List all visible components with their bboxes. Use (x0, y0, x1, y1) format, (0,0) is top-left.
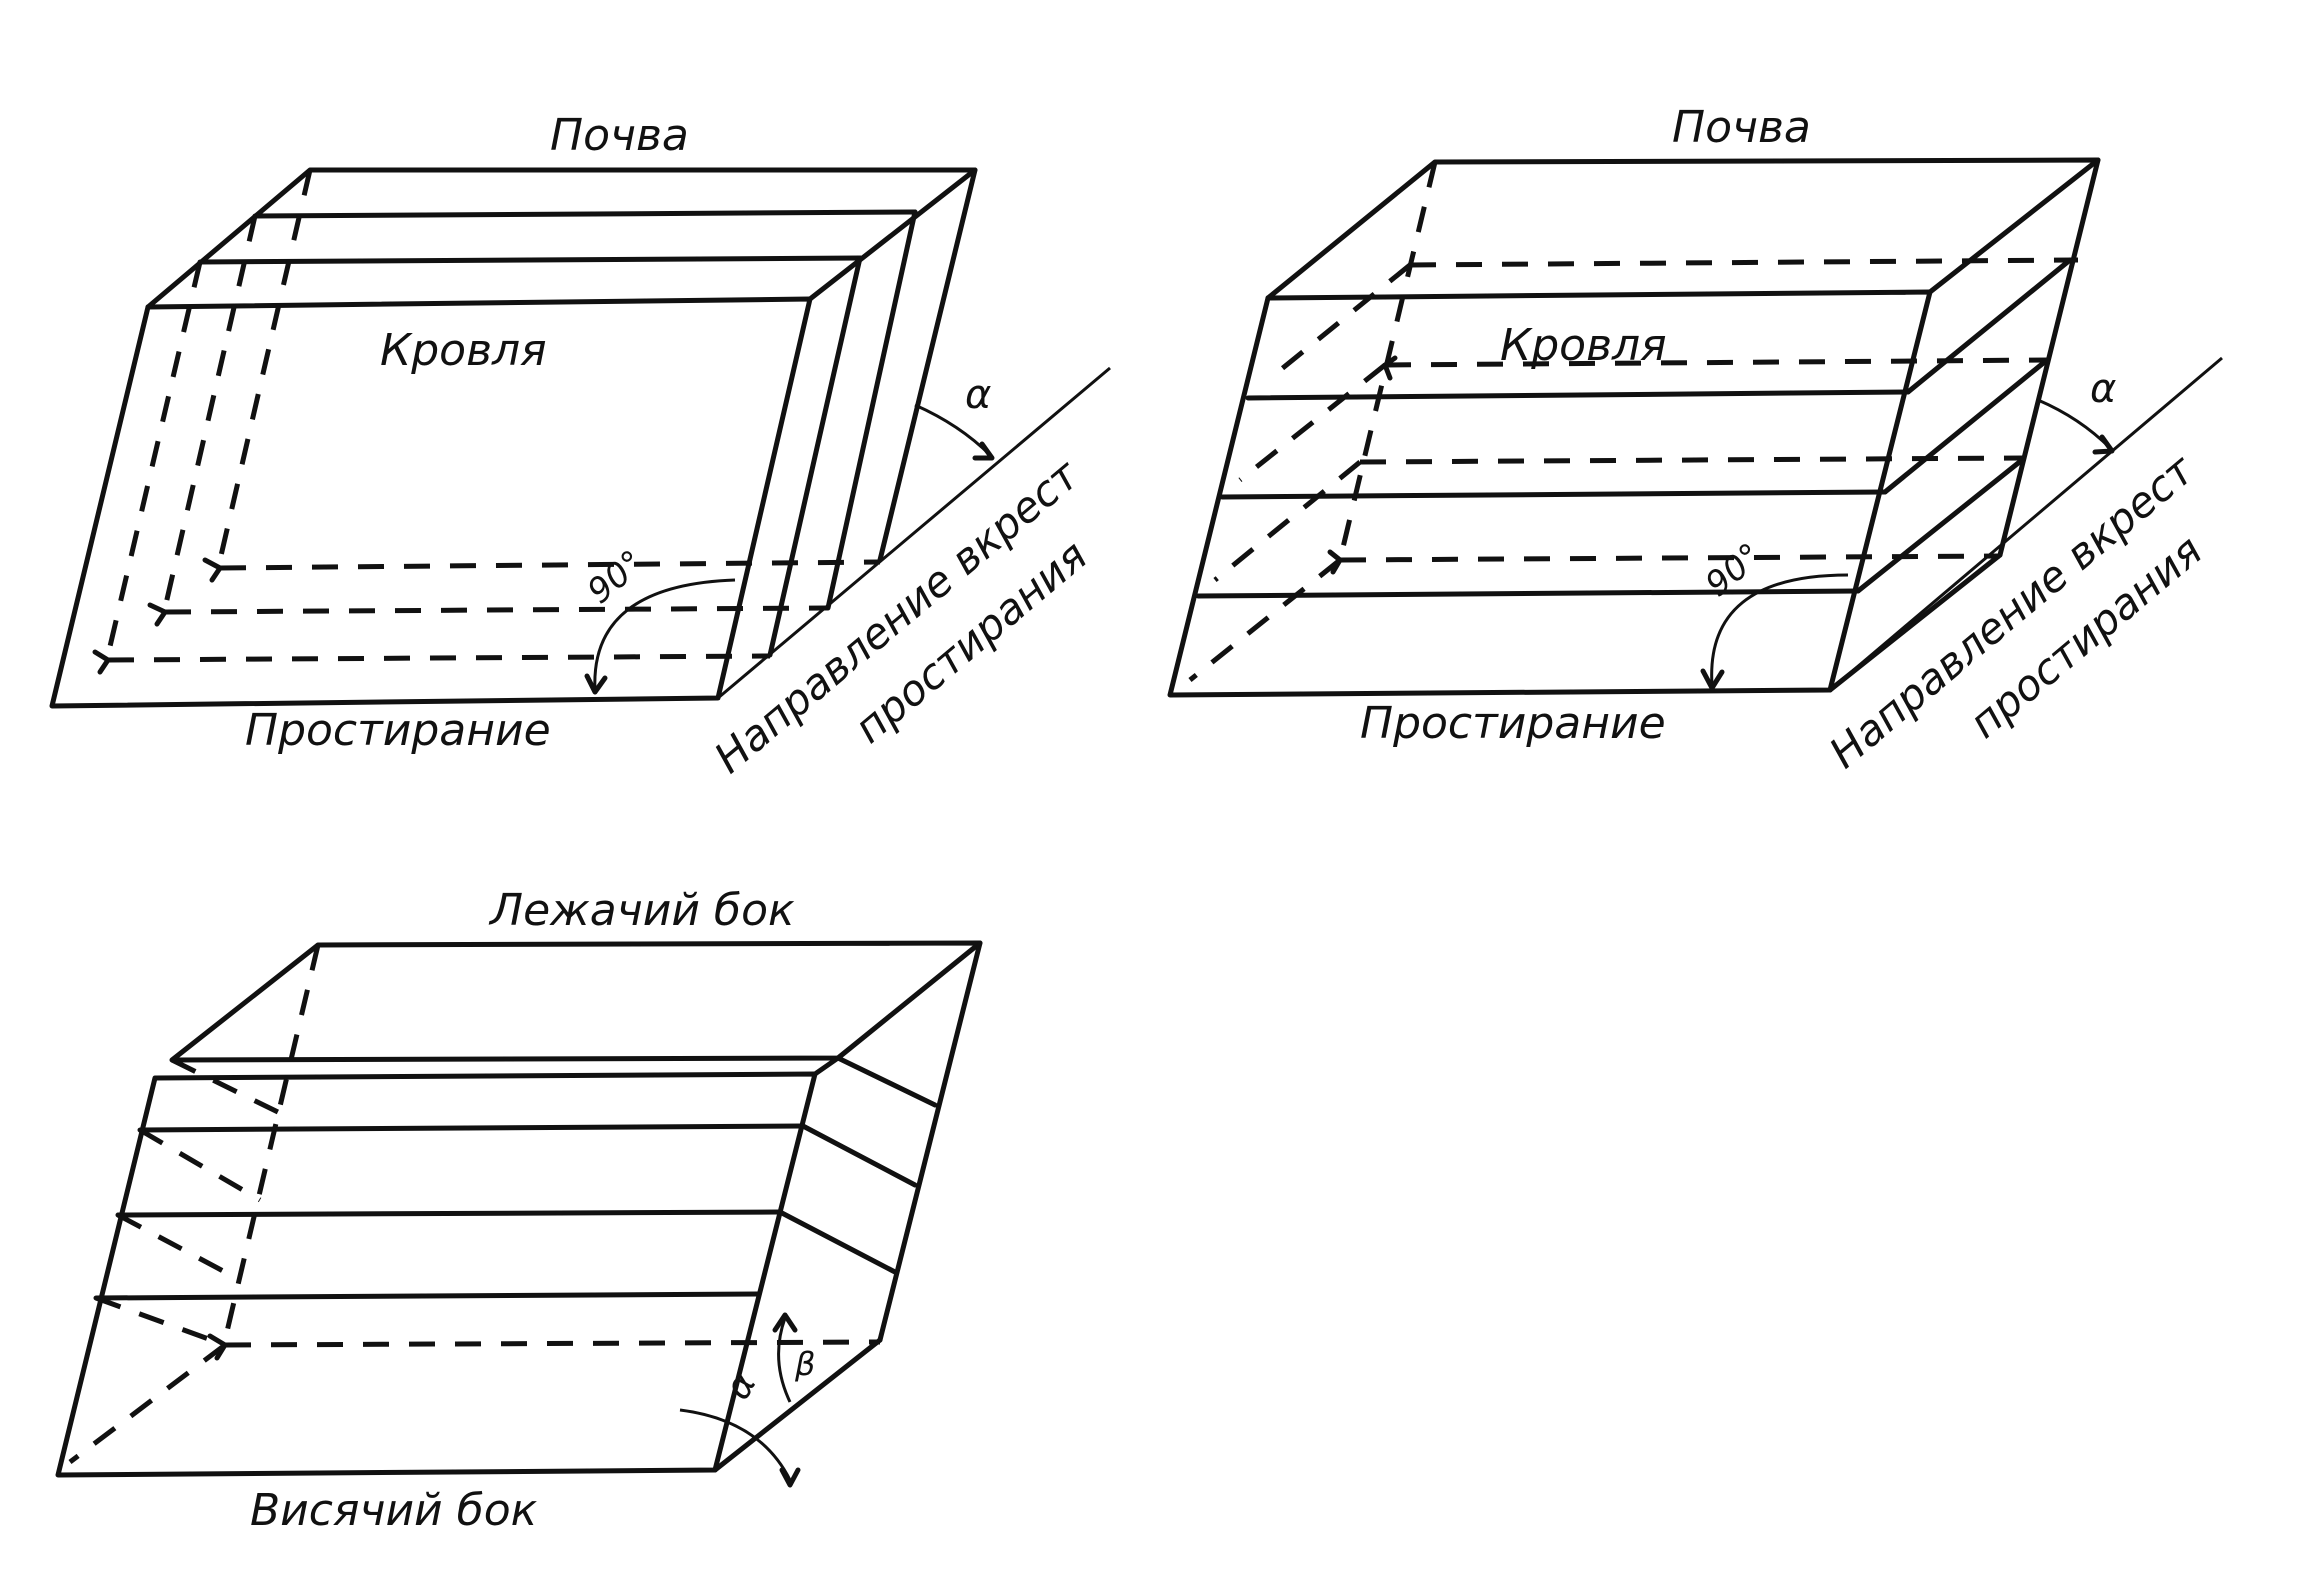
d1-hidden-base-3 (107, 653, 771, 663)
d1-right-edge-2 (825, 209, 918, 611)
d3-beta-arc (777, 1317, 792, 1403)
d3-hidden-diag-4 (95, 1295, 226, 1348)
d2-alpha-label: α (2090, 366, 2116, 412)
d2-right-back-edge (1997, 157, 2101, 558)
d3-hidden-diag-3 (116, 1212, 242, 1283)
d3-beta-label: β (794, 1345, 815, 1383)
diagram-3-footwall-hangingwall: Лежачий бок Висячий бок α β (55, 885, 983, 1536)
d1-right-angle-arrow (584, 673, 608, 695)
d2-layer-line-2 (1219, 489, 1888, 500)
d1-top-face (145, 167, 978, 310)
d1-face-label: Кровля (380, 325, 547, 376)
d1-hidden-edge-1 (217, 169, 313, 561)
diagram-1-bed-with-layers: Почва Кровля Простирание α 90° Направлен… (49, 110, 1111, 783)
d3-alpha-arc (679, 1408, 792, 1481)
d2-layer-line-1 (1245, 389, 1911, 401)
d3-alpha-arrow (779, 1467, 801, 1488)
d3-side-layer-2 (800, 1123, 918, 1188)
d1-right-angle-arc (593, 578, 736, 691)
d2-side-layer-1 (1905, 257, 2073, 395)
d3-hidden-diag-5 (68, 1343, 227, 1464)
d2-face-label: Кровля (1500, 320, 1667, 371)
d3-side-layer-1 (835, 1055, 938, 1108)
d2-alpha-arrow (2092, 434, 2115, 455)
d3-corner-mark (207, 1333, 228, 1361)
d3-top-label: Лежачий бок (488, 885, 795, 936)
d2-hidden-layer-3 (1359, 455, 2026, 465)
d1-alpha-arrow (972, 441, 995, 461)
d1-hidden-base-2 (164, 605, 829, 615)
d3-hidden-diag-1 (170, 1057, 292, 1121)
d2-side-layer-3 (1855, 457, 2025, 594)
d2-hidden-diag-1 (1266, 263, 1412, 382)
d3-right-bottom-edge (712, 1337, 883, 1473)
d1-corner-mark-3 (92, 649, 111, 675)
d2-right-angle-arc (1710, 573, 1849, 686)
d1-dip-direction-line (717, 366, 1111, 700)
diagram-2-bed-horizontal-layers: Почва Кровля Простирание α 90° Направлен… (1167, 102, 2223, 778)
d2-top-label: Почва (1672, 102, 1811, 153)
d1-top-label: Почва (550, 110, 689, 161)
d2-dip-direction-line (1829, 356, 2223, 692)
d1-hidden-base-1 (219, 559, 881, 571)
d1-corner-mark-2 (147, 602, 168, 627)
d2-layer-line-3 (1195, 588, 1861, 599)
d3-layer-line-3 (93, 1291, 761, 1301)
d2-corner-mark-1 (1382, 355, 1398, 381)
d1-layer-plane-1 (197, 255, 863, 265)
d3-hidden-base (224, 1339, 881, 1348)
d1-hidden-edge-3 (105, 261, 203, 656)
d3-hidden-back-edge (222, 944, 321, 1341)
d3-beta-arrow (772, 1312, 798, 1333)
d2-hidden-diag-3 (1213, 460, 1362, 582)
d3-layer-line-1 (137, 1123, 806, 1133)
d3-layer-line-2 (115, 1209, 783, 1218)
d1-corner-mark-1 (202, 557, 223, 583)
d1-hidden-edge-2 (162, 215, 258, 609)
d2-corner-mark-2 (1327, 549, 1343, 575)
d3-right-back-edge (877, 940, 983, 1343)
d1-right-edge-1 (767, 255, 863, 658)
d2-top-face (1265, 157, 2101, 301)
d2-hidden-diag-4 (1188, 558, 1342, 682)
d2-hidden-layer-1 (1409, 257, 2079, 268)
d1-bottom-label: Простирание (245, 705, 551, 756)
d2-right-angle-arrow (1700, 668, 1725, 691)
d2-hidden-base (1339, 553, 2001, 563)
d2-hidden-layer-2 (1384, 357, 2051, 368)
d1-alpha-label: α (965, 372, 991, 418)
d1-layer-plane-2 (252, 209, 918, 219)
d3-side-layer-3 (777, 1209, 898, 1275)
d3-bottom-label: Висячий бок (250, 1485, 538, 1536)
d3-hidden-diag-2 (138, 1127, 262, 1203)
d2-bottom-label: Простирание (1360, 698, 1666, 749)
d2-hidden-diag-2 (1238, 363, 1387, 482)
d3-right-top-edge (812, 1055, 841, 1077)
d2-side-layer-2 (1882, 357, 2050, 495)
d1-right-edge-3 (877, 167, 978, 563)
